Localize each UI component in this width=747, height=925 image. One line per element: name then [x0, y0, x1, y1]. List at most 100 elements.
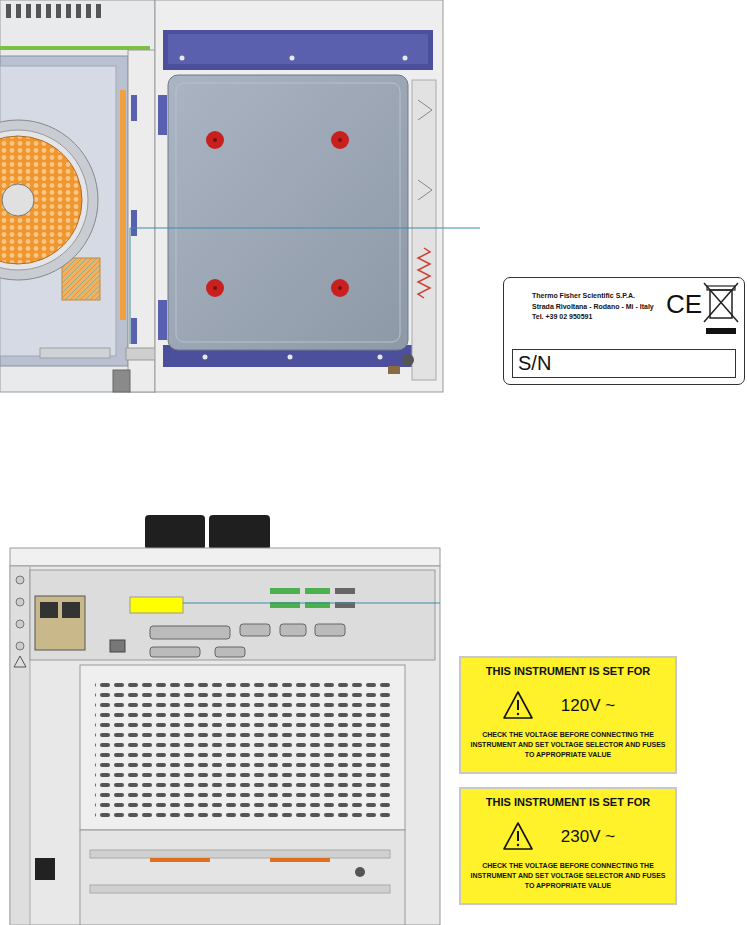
oven-door [155, 0, 443, 392]
instrument-frame [131, 318, 137, 344]
serial-number-field: S/N [512, 349, 736, 379]
instrument-rear-body [80, 665, 405, 830]
instrument-rear-body [110, 640, 125, 652]
warning-triangle [504, 692, 532, 718]
instrument-frame [128, 50, 155, 392]
oven-door [418, 248, 430, 298]
instrument-rear-body [150, 858, 210, 862]
instrument-frame [131, 95, 137, 121]
oven-door [402, 354, 414, 366]
instrument-rear-body [90, 885, 390, 893]
serial-label: S/N [518, 351, 730, 375]
instrument-rear-body [90, 850, 390, 858]
instrument-rear-body [16, 598, 24, 606]
oven-door [213, 138, 217, 142]
warning-heading: THIS INSTRUMENT IS SET FOR [486, 796, 650, 809]
warning-triangle [517, 844, 519, 846]
instrument-rear-body [150, 647, 200, 657]
voltage-label: THIS INSTRUMENT IS SET FOR230V ~CHECK TH… [460, 788, 676, 904]
instrument-rear-body [150, 626, 230, 639]
address-line: Thermo Fisher Scientific S.P.A. [532, 291, 654, 302]
oven-fan [0, 120, 98, 280]
oven-door [378, 355, 383, 360]
weee-bin-symbol [706, 328, 736, 334]
voltage-value: 120V ~ [521, 696, 615, 716]
oven-cavity [120, 90, 126, 320]
label-location [130, 597, 183, 613]
instrument-rear-body [10, 515, 440, 925]
instrument-rear-body [215, 647, 245, 657]
warning-triangle [504, 692, 532, 718]
rating-plate: Thermo Fisher Scientific S.P.A.Strada Ri… [503, 277, 745, 385]
oven-fan [0, 120, 98, 280]
instrument-rear-body [14, 656, 26, 667]
oven-door [158, 95, 167, 135]
instrument-rear-body [315, 624, 345, 636]
instrument-rear-body [35, 596, 85, 650]
oven-door [403, 56, 408, 61]
voltage-label-ground [460, 788, 676, 904]
oven-door [168, 75, 408, 350]
address-line: Strada Rivoltana - Rodano - Mi - Italy [532, 302, 654, 313]
oven-door [176, 83, 400, 342]
warning-triangle [517, 700, 519, 710]
instrument-front-body [86, 4, 91, 18]
oven-door [203, 355, 208, 360]
oven-door [290, 56, 295, 61]
warning-triangle [517, 831, 519, 841]
ce-mark: CE [666, 290, 702, 318]
oven-fan [0, 136, 82, 264]
oven-door [288, 355, 293, 360]
instrument-front-body [56, 4, 61, 18]
instrument-rear-body [30, 570, 435, 660]
instrument-rear-body [10, 566, 30, 925]
instrument-rear-body [145, 515, 205, 550]
instrument-rear-body [10, 548, 440, 566]
oven-door [163, 30, 433, 70]
instrument-rear-body [95, 680, 390, 820]
weee-bin-symbol [704, 283, 738, 322]
instrument-front-body [16, 4, 21, 18]
weee-bin-symbol [704, 283, 738, 334]
oven-door [168, 34, 428, 64]
instrument-rear-body [270, 858, 330, 862]
oven-cavity [40, 348, 110, 358]
address-line: Tel. +39 02 950591 [532, 312, 654, 323]
warning-heading: THIS INSTRUMENT IS SET FOR [486, 665, 650, 678]
instrument-front-body [0, 46, 150, 50]
instrument-front-body [46, 4, 51, 18]
instrument-rear-body [355, 867, 365, 877]
oven-door [155, 0, 443, 392]
instrument-front-body [96, 4, 101, 18]
instrument-rear-body [40, 602, 58, 618]
oven-door [206, 131, 224, 149]
oven-door [418, 100, 432, 120]
oven-door [338, 286, 342, 290]
oven-door [158, 300, 167, 340]
oven-door [388, 366, 400, 374]
leader-line [130, 228, 480, 344]
instrument-rear-body [62, 602, 80, 618]
instrument-rear-body [80, 830, 405, 925]
instrument-rear-body [270, 588, 300, 594]
warning-triangle [504, 823, 532, 849]
oven-door [180, 56, 185, 61]
oven-fan [2, 184, 34, 216]
weee-bin-symbol [707, 286, 735, 290]
instrument-rear-body [305, 588, 330, 594]
instrument-rear-body [335, 588, 355, 594]
instrument-frame [113, 370, 130, 392]
oven-cavity [62, 258, 100, 300]
warning-triangle [517, 713, 519, 715]
instrument-rear-body [16, 642, 24, 650]
instrument-front-body [36, 4, 41, 18]
oven-fan [0, 130, 88, 270]
voltage-label-ground [460, 657, 676, 773]
instrument-rear-body [16, 620, 24, 628]
oven-door [331, 131, 349, 149]
instrument-rear-body [280, 624, 306, 636]
instrument-rear-body [16, 576, 24, 584]
instrument-front-body [76, 4, 81, 18]
voltage-label: THIS INSTRUMENT IS SET FOR120V ~CHECK TH… [460, 657, 676, 773]
